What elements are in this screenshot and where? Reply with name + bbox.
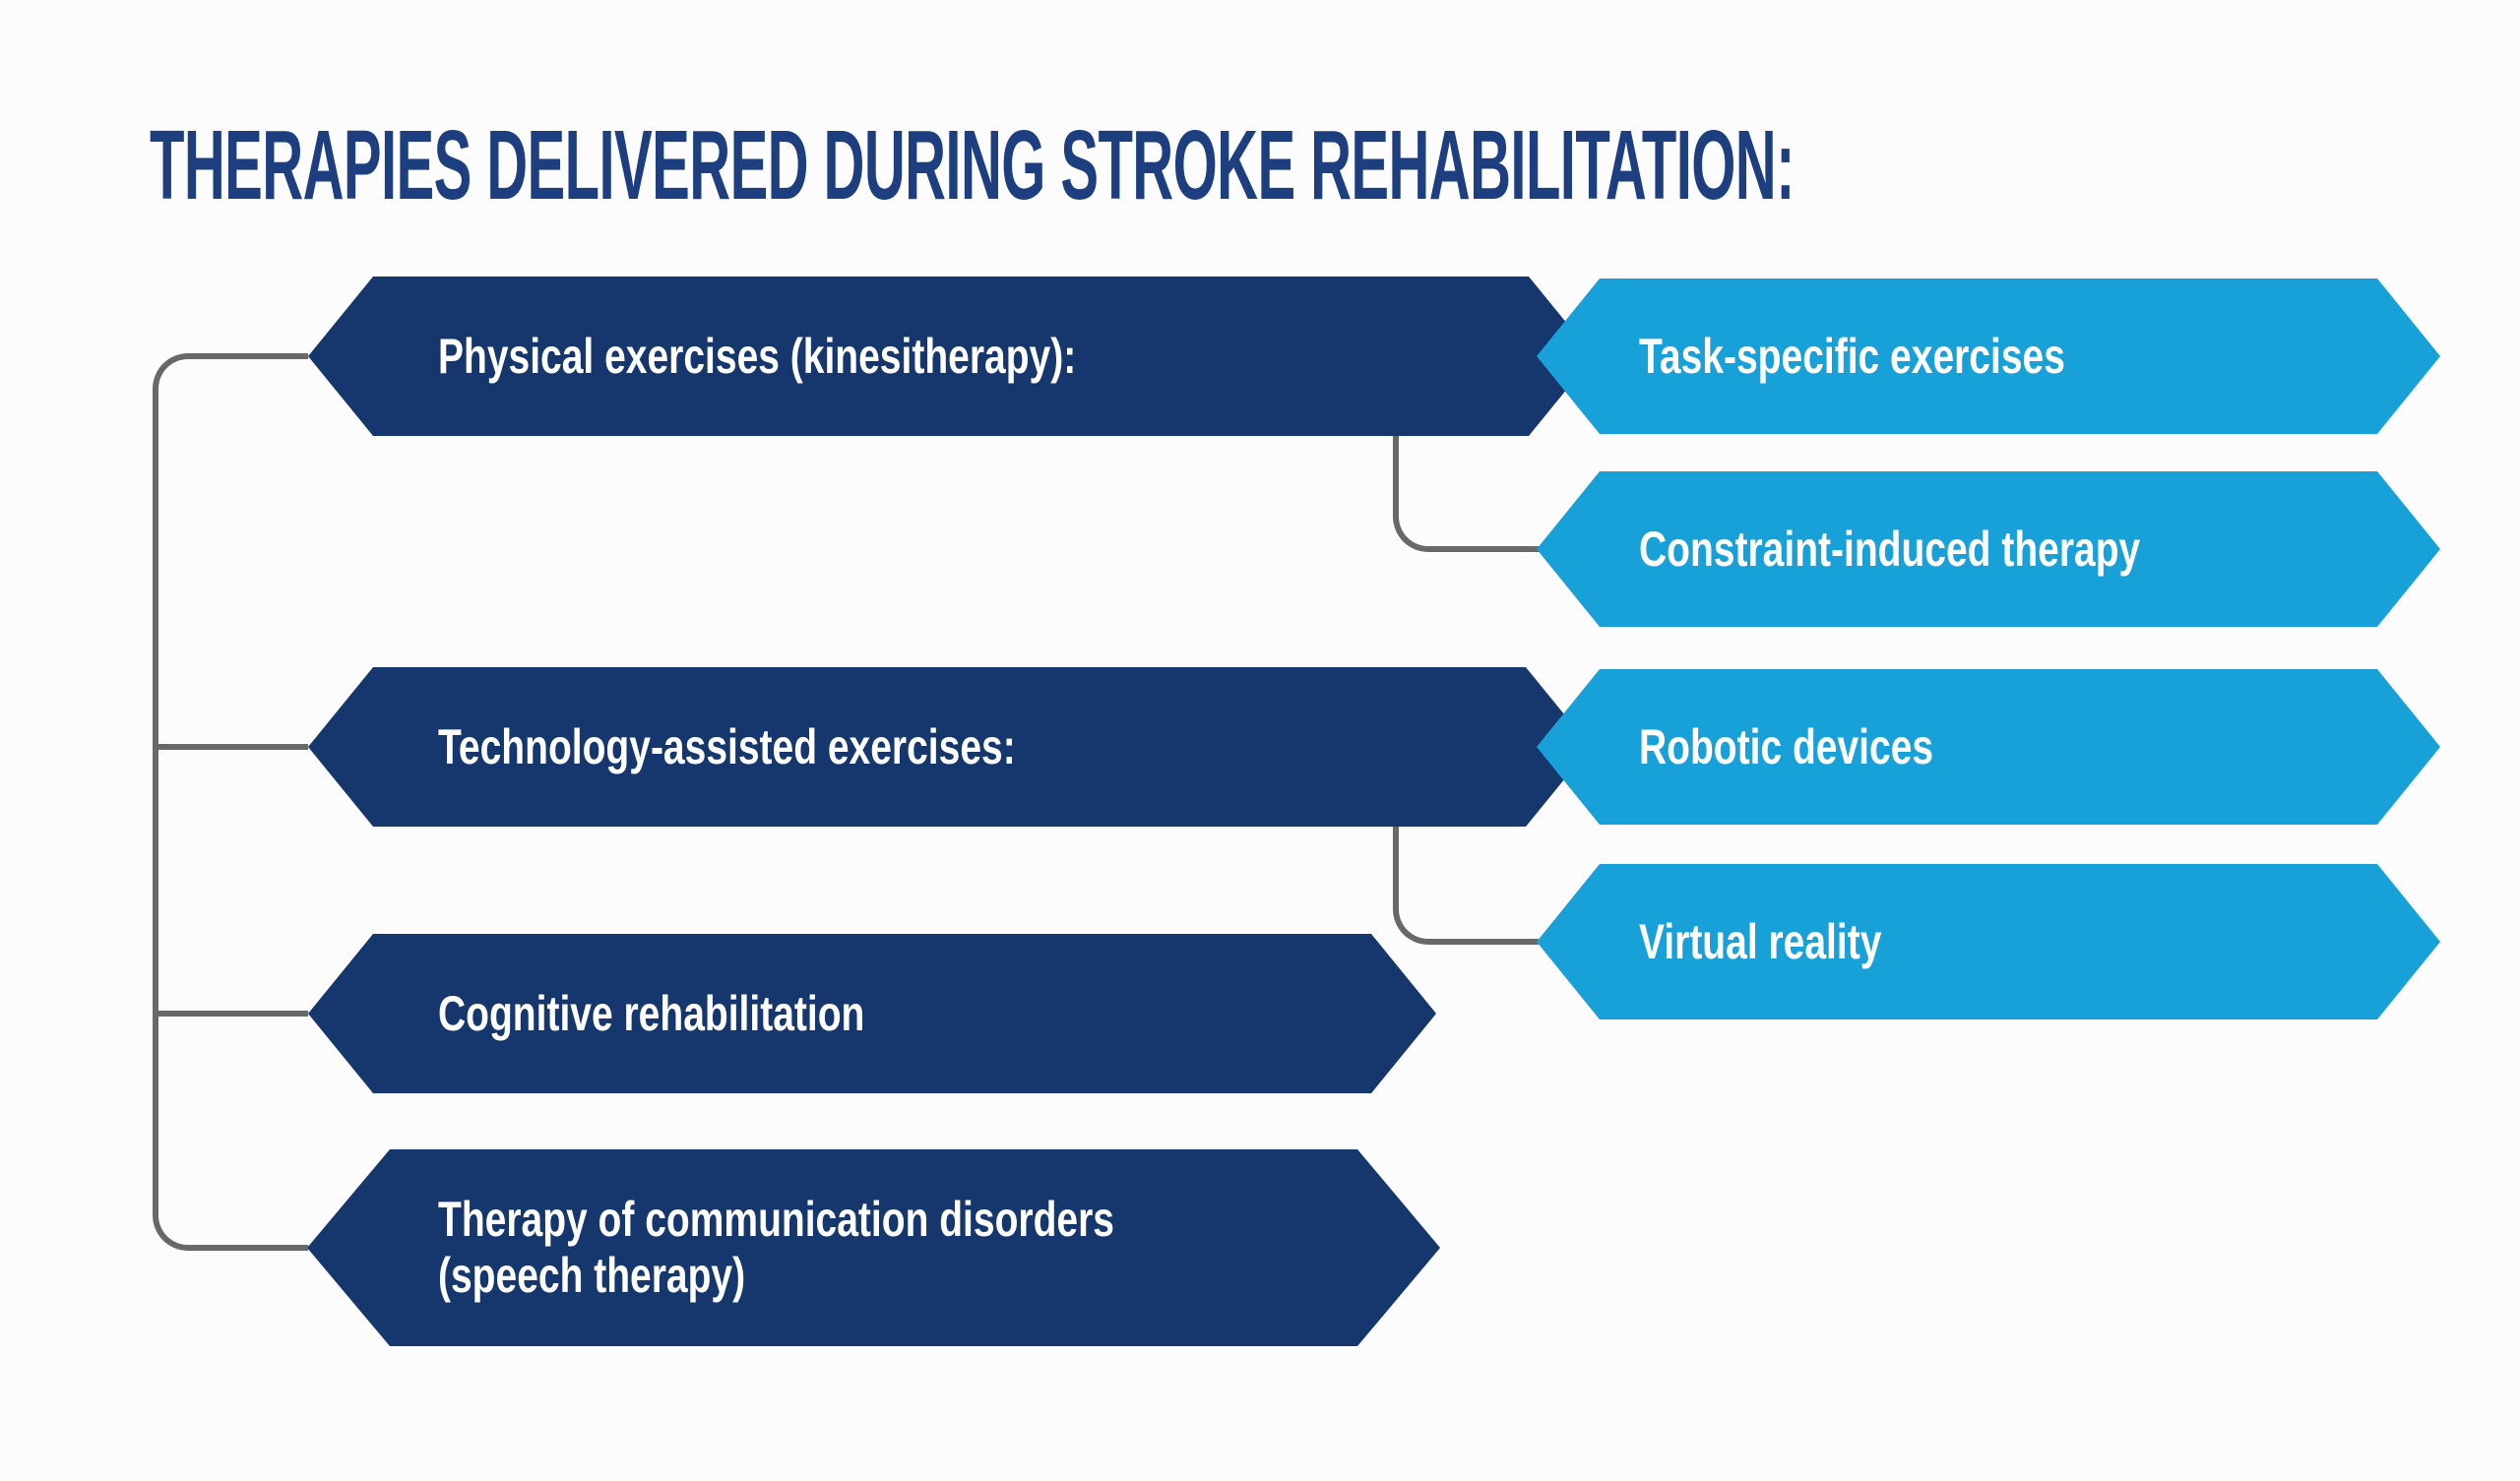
branch-physical-exercises-label: Physical exercises (kinesitherapy): — [438, 328, 1077, 384]
branch-technology-assisted-label: Technology-assisted exercises: — [438, 718, 1016, 774]
child-robotic-devices-label: Robotic devices — [1639, 718, 1934, 774]
branch-speech-therapy-label: Therapy of communication disorders (spee… — [438, 1192, 1114, 1303]
connector-left-spine — [153, 353, 308, 1251]
child-virtual-reality: Virtual reality — [1537, 864, 2440, 1019]
branch-cognitive-rehabilitation-label: Cognitive rehabilitation — [438, 985, 865, 1041]
connector-technology-to-virtual — [1393, 819, 1539, 945]
connector-stub-row2 — [156, 744, 308, 750]
child-task-specific-exercises: Task-specific exercises — [1537, 278, 2440, 434]
child-constraint-induced-therapy: Constraint-induced therapy — [1537, 471, 2440, 627]
child-virtual-reality-label: Virtual reality — [1639, 913, 1882, 969]
page-title: THERAPIES DELIVERED DURING STROKE REHABI… — [150, 110, 1795, 220]
child-constraint-induced-therapy-label: Constraint-induced therapy — [1639, 521, 2141, 577]
branch-cognitive-rehabilitation: Cognitive rehabilitation — [308, 934, 1436, 1093]
child-task-specific-exercises-label: Task-specific exercises — [1639, 328, 2065, 384]
child-robotic-devices: Robotic devices — [1537, 669, 2440, 825]
branch-speech-therapy: Therapy of communication disorders (spee… — [307, 1149, 1440, 1346]
connector-physical-to-constraint — [1393, 431, 1541, 552]
branch-physical-exercises: Physical exercises (kinesitherapy): — [308, 277, 1594, 436]
branch-technology-assisted: Technology-assisted exercises: — [308, 667, 1591, 827]
connector-stub-row3 — [156, 1011, 308, 1017]
